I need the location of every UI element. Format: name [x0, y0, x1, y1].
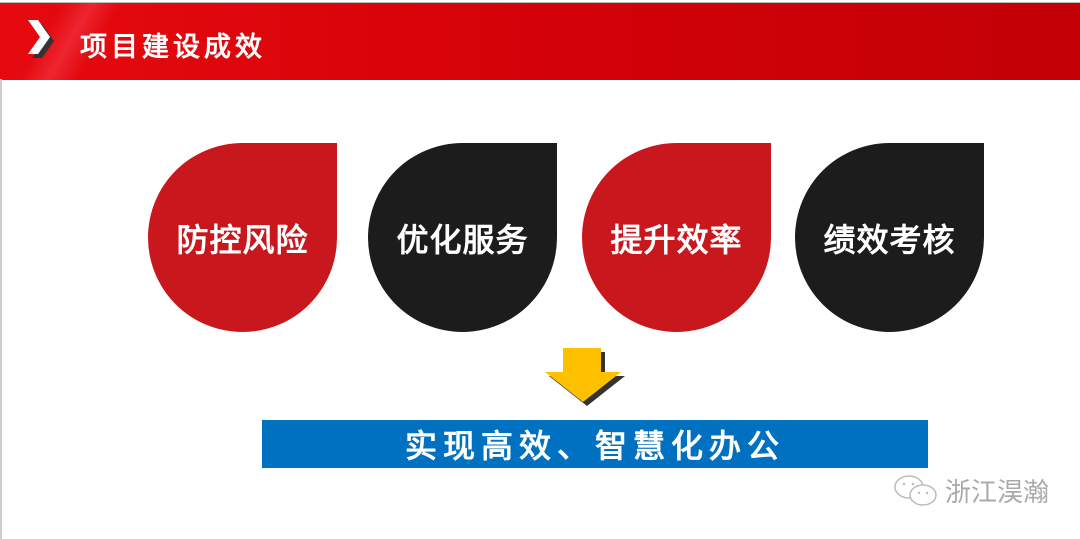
item-label: 优化服务	[396, 220, 529, 259]
watermark-text: 浙江淏瀚	[945, 478, 1050, 508]
item-label: 绩效考核	[823, 220, 956, 259]
item-label: 提升效率	[610, 220, 743, 259]
page-title: 项目建设成效	[80, 32, 266, 63]
item-improve-efficiency: 提升效率	[582, 143, 771, 332]
watermark: 浙江淏瀚	[893, 472, 1049, 509]
divider	[0, 79, 2, 539]
item-performance-review: 绩效考核	[795, 143, 984, 332]
item-label: 防控风险	[176, 220, 309, 259]
result-label: 实现高效、智慧化办公	[404, 427, 785, 465]
result-banner: 实现高效、智慧化办公	[262, 420, 928, 468]
arrow-down-icon	[545, 348, 625, 406]
header-banner: 项目建设成效	[0, 2, 1080, 80]
item-risk-control: 防控风险	[148, 143, 337, 332]
item-optimize-service: 优化服务	[368, 143, 557, 332]
chevron-right-icon	[28, 20, 54, 58]
wechat-icon	[894, 474, 937, 506]
